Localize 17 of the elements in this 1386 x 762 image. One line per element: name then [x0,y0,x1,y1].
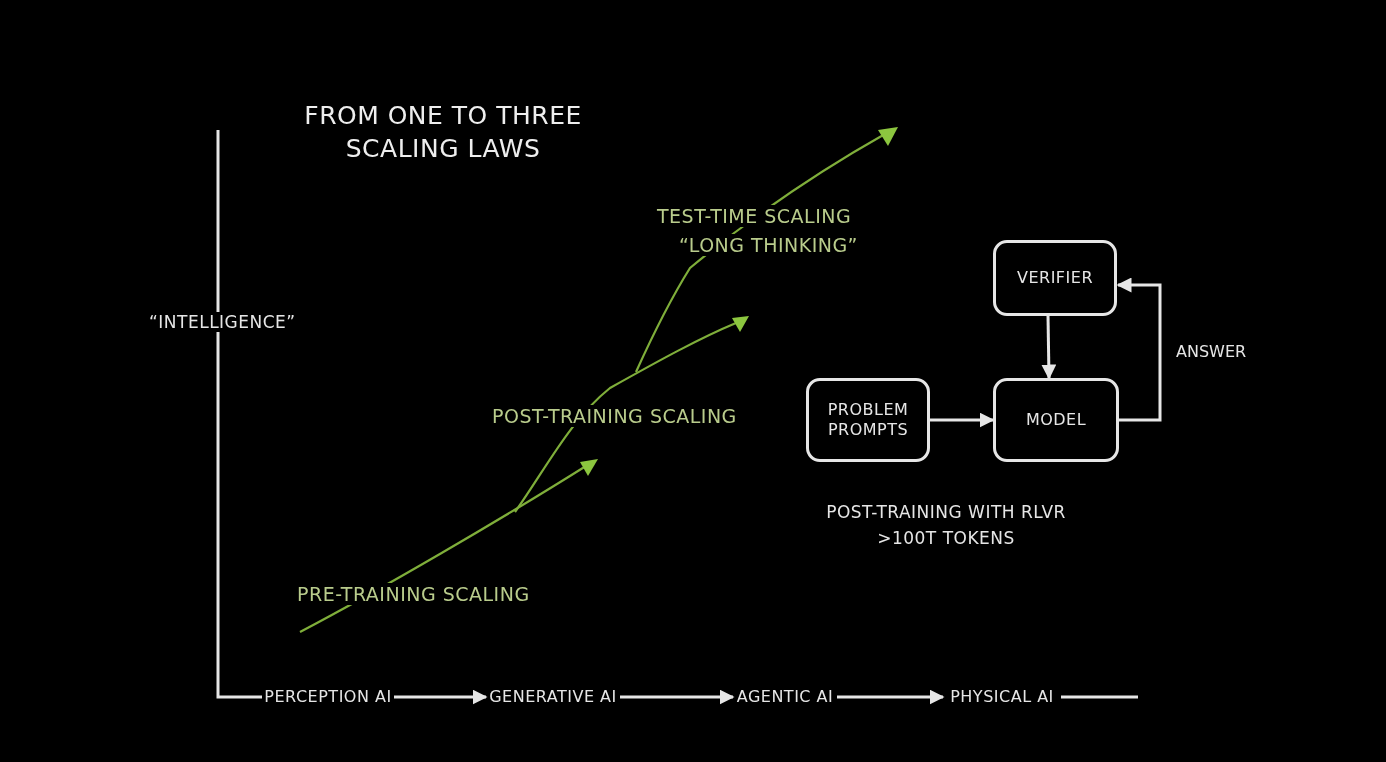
stage-label: AGENTIC AI [736,687,834,707]
box-label: MODEL [1025,410,1087,430]
process-box [993,240,1117,316]
box-label: VERIFIER [1016,268,1093,288]
arrow [930,412,995,428]
arrow [394,689,488,705]
arrow [1041,315,1057,380]
arrow [837,689,945,705]
box-label: PROBLEM PROMPTS [826,400,910,440]
arrow [1116,277,1162,422]
title: FROM ONE TO THREE SCALING LAWS [303,100,583,165]
arrow [620,689,735,705]
process-box [806,378,930,462]
stage-label: GENERATIVE AI [489,687,617,707]
stage-label: PERCEPTION AI [264,687,392,707]
process-box [993,378,1119,462]
stage-label: PHYSICAL AI [950,687,1054,707]
